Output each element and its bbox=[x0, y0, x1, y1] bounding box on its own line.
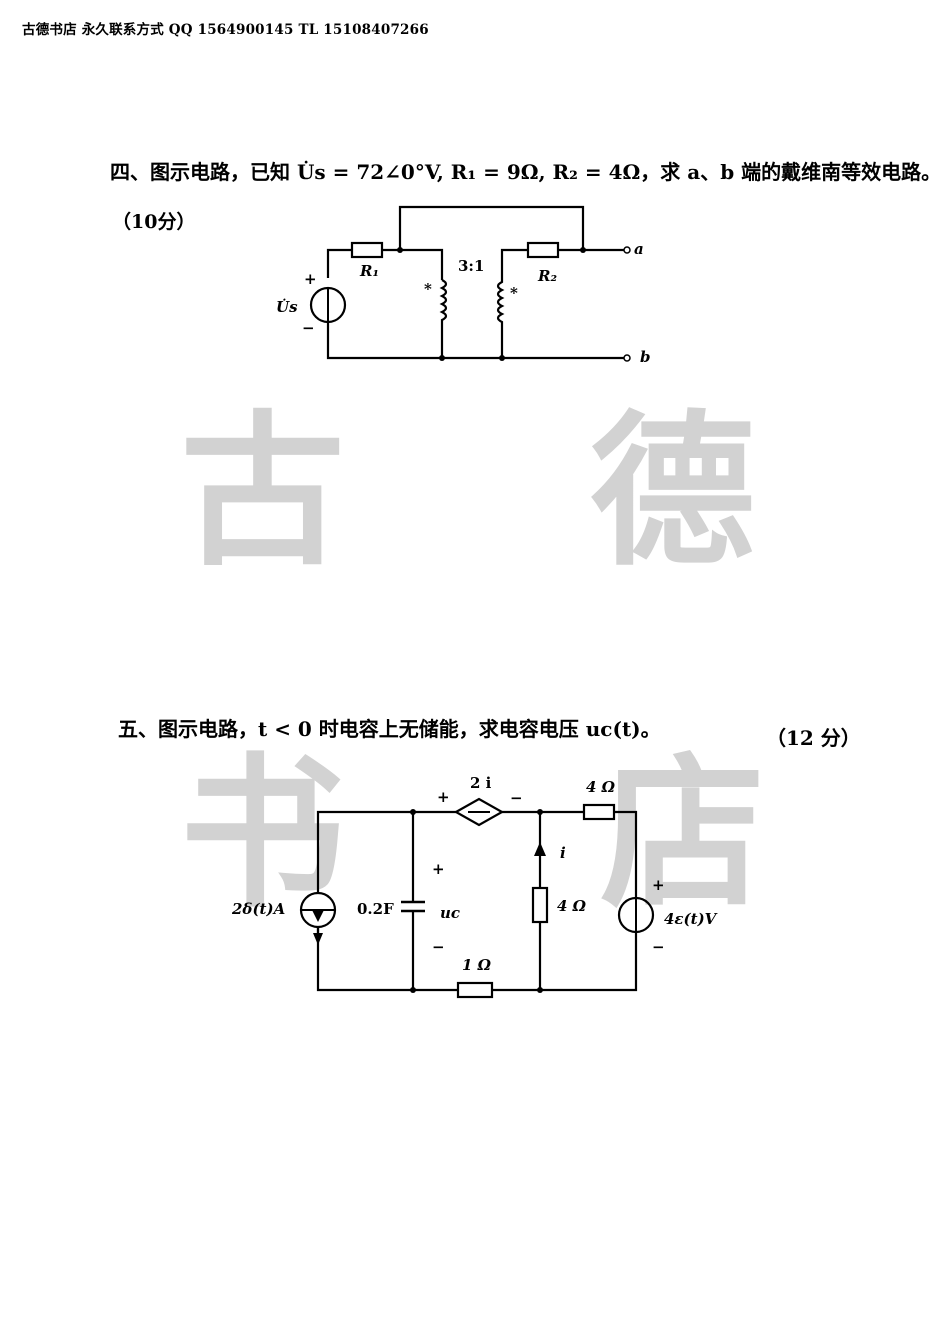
resistor-middle-4ohm bbox=[531, 886, 549, 924]
resistor-top-4ohm bbox=[582, 803, 616, 821]
dep-source-label: 2 i bbox=[470, 774, 492, 792]
r2-label: R₂ bbox=[537, 267, 557, 285]
source-minus-label: − bbox=[302, 319, 315, 337]
source-label: U̇s bbox=[276, 298, 298, 316]
cap-value-label: 0.2F bbox=[357, 900, 394, 918]
resistor-bottom-1ohm bbox=[456, 981, 494, 999]
current-i-label: i bbox=[560, 844, 566, 862]
cap-minus-label: − bbox=[432, 938, 445, 956]
question-5-score: （12 分） bbox=[766, 726, 861, 750]
circuit-4: + − U̇s R₁ R₂ 3:1 * * a b bbox=[276, 205, 651, 366]
watermark-char-2: 德 bbox=[590, 396, 755, 588]
terminal-a bbox=[623, 246, 631, 254]
dep-minus-label: − bbox=[510, 789, 523, 807]
page-header: 古德书店 永久联系方式 QQ 1564900145 TL 15108407266 bbox=[22, 22, 429, 38]
r1-label: R₁ bbox=[359, 262, 379, 280]
vsrc-plus-label: + bbox=[652, 876, 665, 894]
resistor-r2 bbox=[526, 241, 560, 259]
vsrc-minus-label: − bbox=[652, 938, 665, 956]
circuit-5: 2 i + − 4 Ω 2δ(t)A 0.2F uc + − i 4 Ω 1 Ω… bbox=[231, 774, 718, 999]
uc-label: uc bbox=[440, 904, 460, 922]
current-source-label: 2δ(t)A bbox=[231, 900, 285, 918]
vsrc-label: 4ε(t)V bbox=[664, 910, 718, 928]
question-4-text: 四、图示电路，已知 U̇s = 72∠0°V, R₁ = 9Ω, R₂ = 4Ω… bbox=[110, 160, 942, 184]
inductor-secondary bbox=[496, 248, 528, 358]
r-bottom-label: 1 Ω bbox=[462, 956, 492, 974]
terminal-a-label: a bbox=[634, 240, 644, 258]
dep-plus-label: + bbox=[437, 788, 450, 806]
cap-plus-label: + bbox=[432, 860, 445, 878]
r-top-label: 4 Ω bbox=[586, 778, 616, 796]
terminal-b-label: b bbox=[640, 348, 651, 366]
watermark-char-1: 古 bbox=[180, 396, 345, 588]
terminal-b bbox=[623, 354, 631, 362]
question-5-text: 五、图示电路，t < 0 时电容上无储能，求电容电压 uc(t)。 bbox=[118, 717, 661, 741]
turns-ratio-label: 3:1 bbox=[458, 257, 484, 275]
inductor-primary bbox=[439, 279, 448, 358]
resistor-r1 bbox=[350, 241, 384, 259]
question-4-score: （10分） bbox=[112, 211, 196, 233]
secondary-dot-label: * bbox=[510, 284, 518, 302]
r-mid-label: 4 Ω bbox=[557, 897, 587, 915]
watermark-char-4: 店 bbox=[600, 738, 765, 930]
source-plus-label: + bbox=[304, 270, 317, 288]
primary-dot-label: * bbox=[424, 280, 432, 298]
